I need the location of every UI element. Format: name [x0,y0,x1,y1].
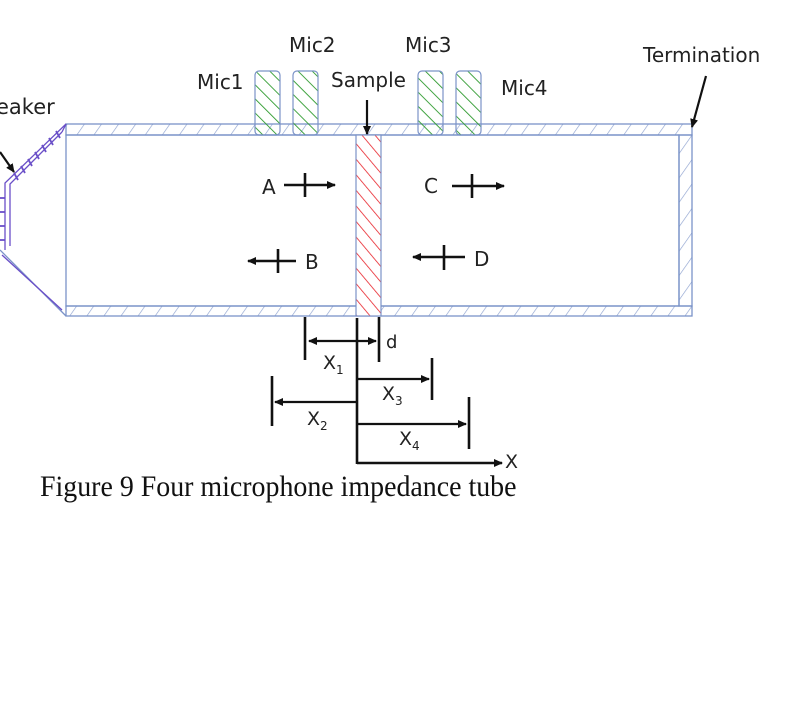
termination-wall [678,134,693,307]
speaker-horn [0,123,67,317]
wave-d-label: D [474,247,489,271]
mic-3 [417,70,444,136]
wave-a-arrow: A [262,173,336,199]
label-thickness-d: d [386,332,397,353]
wave-b-label: B [305,250,319,274]
mic-2 [292,70,319,136]
tube-top-wall [65,123,693,136]
mic-4 [455,70,482,136]
wave-b-arrow: B [247,249,319,274]
label-termination: Termination [642,43,760,67]
label-mic1: Mic1 [197,70,244,94]
label-x4: X4 [399,428,420,453]
label-sample: Sample [331,68,406,92]
figure-caption: Figure 9 Four microphone impedance tube [40,470,517,503]
wave-a-label: A [262,175,276,199]
wave-c-label: C [424,174,438,198]
termination-pointer-arrow [690,75,708,128]
label-x3: X3 [382,383,403,408]
dimension-lines [270,317,503,467]
label-mic2: Mic2 [289,33,336,57]
label-speaker: eaker [0,95,55,119]
sample-layer [355,134,382,317]
label-x2: X2 [307,408,328,433]
mic-1 [254,70,281,136]
speaker-pointer-arrow [0,151,15,173]
label-mic3: Mic3 [405,33,452,57]
wave-c-arrow: C [424,174,505,198]
wave-d-arrow: D [412,245,489,271]
label-x-axis: X [505,451,518,473]
label-x1: X1 [323,352,344,377]
label-mic4: Mic4 [501,76,548,100]
